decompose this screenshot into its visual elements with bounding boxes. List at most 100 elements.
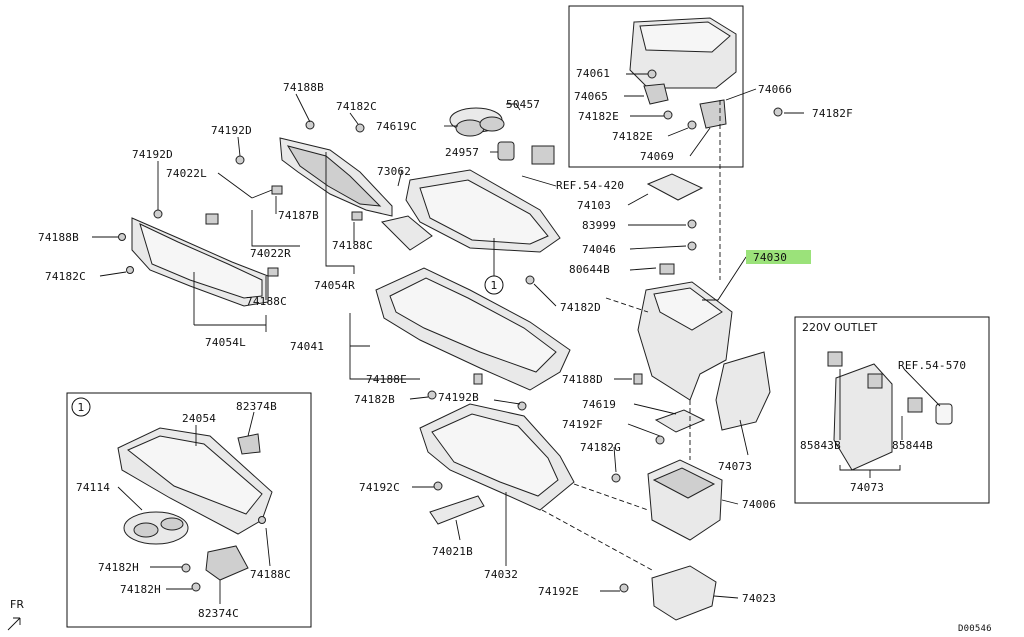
front-direction-indicator: FR xyxy=(7,598,24,631)
label-74066[interactable]: 74066 xyxy=(758,83,792,96)
label-74182H-b[interactable]: 74182H xyxy=(120,583,161,596)
outlet-switch-shape xyxy=(907,397,923,413)
label-74054L[interactable]: 74054L xyxy=(205,336,246,349)
label-ref-54-570[interactable]: REF.54-570 xyxy=(898,359,966,372)
label-74619C[interactable]: 74619C xyxy=(376,120,417,133)
label-74182C-left[interactable]: 74182C xyxy=(45,270,86,283)
label-74065[interactable]: 74065 xyxy=(574,90,608,103)
label-74182H-a[interactable]: 74182H xyxy=(98,561,139,574)
label-85843B[interactable]: 85843B xyxy=(800,439,841,452)
cover-plate-shape xyxy=(381,215,433,251)
label-74006[interactable]: 74006 xyxy=(742,498,776,511)
label-50457[interactable]: 50457 xyxy=(506,98,540,111)
label-73062[interactable]: 73062 xyxy=(377,165,411,178)
armrest-detail-box xyxy=(568,5,744,168)
latch-shape xyxy=(643,83,669,105)
storage-bin-top xyxy=(652,467,716,499)
bottom-bracket-shape xyxy=(651,565,717,621)
outlet-socket-shape xyxy=(867,373,883,389)
detail-callout-number: 1 xyxy=(491,279,498,292)
label-74021B[interactable]: 74021B xyxy=(432,545,473,558)
label-74182E-b[interactable]: 74182E xyxy=(612,130,653,143)
label-ref-54-420[interactable]: REF.54-420 xyxy=(556,179,624,192)
label-74182E-a[interactable]: 74182E xyxy=(578,110,619,123)
tray-mat-shape xyxy=(646,173,704,201)
outlet-detail-box xyxy=(794,316,990,504)
label-74188C-inset[interactable]: 74188C xyxy=(250,568,291,581)
label-74054R[interactable]: 74054R xyxy=(314,279,355,292)
label-74182D[interactable]: 74182D xyxy=(560,301,601,314)
label-74073-outlet[interactable]: 74073 xyxy=(850,481,884,494)
outlet-box-title: 220V OUTLET xyxy=(802,321,878,334)
label-74103[interactable]: 74103 xyxy=(577,199,611,212)
outlet-panel-shape xyxy=(833,363,893,471)
label-74046[interactable]: 74046 xyxy=(582,243,616,256)
label-74188B-left[interactable]: 74188B xyxy=(38,231,79,244)
armrest-lid-top xyxy=(639,21,731,53)
label-74188B[interactable]: 74188B xyxy=(283,81,324,94)
label-74192E[interactable]: 74192E xyxy=(538,585,579,598)
side-panel-right-face xyxy=(286,145,382,207)
inset-cup-ring-2 xyxy=(160,517,184,531)
label-24054[interactable]: 24054 xyxy=(182,412,216,425)
label-74192D[interactable]: 74192D xyxy=(211,124,252,137)
label-74182C-top[interactable]: 74182C xyxy=(336,100,377,113)
label-74188E[interactable]: 74188E xyxy=(366,373,407,386)
label-74069[interactable]: 74069 xyxy=(640,150,674,163)
rear-cover-shape xyxy=(715,351,771,431)
label-74192C[interactable]: 74192C xyxy=(359,481,400,494)
label-74041[interactable]: 74041 xyxy=(290,340,324,353)
label-80644B[interactable]: 80644B xyxy=(569,263,610,276)
highlight-74030 xyxy=(746,250,811,264)
socket-shape xyxy=(497,141,515,161)
label-74619[interactable]: 74619 xyxy=(582,398,616,411)
side-panel-left-face xyxy=(139,223,263,299)
label-74114[interactable]: 74114 xyxy=(76,481,110,494)
label-74073[interactable]: 74073 xyxy=(718,460,752,473)
label-74182F[interactable]: 74182F xyxy=(812,107,853,120)
inset-clip-shape xyxy=(237,433,261,455)
front-arrow-icon xyxy=(7,617,21,631)
cup-holder-ring-2 xyxy=(479,116,505,132)
armrest-box-top xyxy=(653,287,723,331)
outlet-cap-shape xyxy=(827,351,843,367)
screws xyxy=(118,69,783,593)
storage-mat-shape xyxy=(654,409,706,433)
diagram-code: D00546 xyxy=(958,624,992,634)
label-74023[interactable]: 74023 xyxy=(742,592,776,605)
inset-callout-number: 1 xyxy=(78,401,85,414)
leader-lines xyxy=(92,73,941,604)
label-82374B[interactable]: 82374B xyxy=(236,400,277,413)
label-74022R[interactable]: 74022R xyxy=(250,247,291,260)
label-85844B[interactable]: 85844B xyxy=(892,439,933,452)
label-74188C-b[interactable]: 74188C xyxy=(246,295,287,308)
inset-callout-circle xyxy=(71,397,91,417)
label-83999[interactable]: 83999 xyxy=(582,219,616,232)
hinge-shape xyxy=(699,99,727,129)
label-74061[interactable]: 74061 xyxy=(576,67,610,80)
label-74192D-left[interactable]: 74192D xyxy=(132,148,173,161)
label-74032[interactable]: 74032 xyxy=(484,568,518,581)
label-74187B[interactable]: 74187B xyxy=(278,209,319,222)
lower-frame-face xyxy=(431,413,559,497)
label-74182B[interactable]: 74182B xyxy=(354,393,395,406)
label-74192F[interactable]: 74192F xyxy=(562,418,603,431)
inset-top-panel-face xyxy=(127,435,263,515)
part-labels: 74188B 74182C 74192D 74192D 74022L 74187… xyxy=(38,67,966,620)
label-24957[interactable]: 24957 xyxy=(445,146,479,159)
label-74022L[interactable]: 74022L xyxy=(166,167,207,180)
detail-callout-circle xyxy=(484,275,504,295)
label-74188D[interactable]: 74188D xyxy=(562,373,603,386)
inset-switch-panel-shape xyxy=(205,545,249,581)
switch-shape xyxy=(531,145,555,165)
label-74192B[interactable]: 74192B xyxy=(438,391,479,404)
label-74182G[interactable]: 74182G xyxy=(580,441,621,454)
inset-cup-ring-1 xyxy=(133,522,159,538)
label-74030[interactable]: 74030 xyxy=(753,251,787,264)
console-base-face xyxy=(389,277,557,373)
label-74188C-a[interactable]: 74188C xyxy=(332,239,373,252)
outlet-plug-shape xyxy=(935,403,953,425)
label-82374C[interactable]: 82374C xyxy=(198,607,239,620)
